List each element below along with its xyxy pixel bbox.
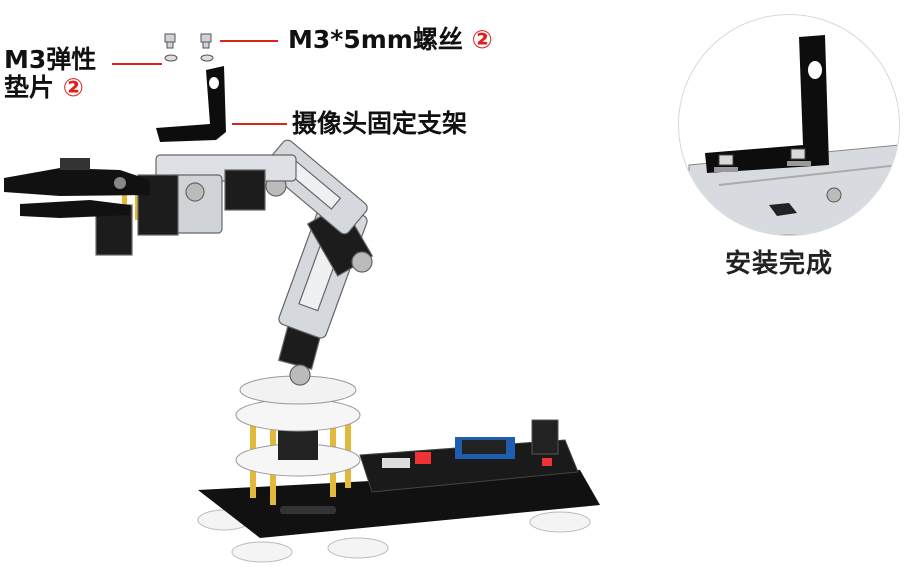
bracket-label-text: 摄像头固定支架 <box>292 109 468 138</box>
screw-label-text: M3*5mm螺丝 <box>288 25 463 54</box>
base-plate <box>198 470 600 538</box>
screw-label: M3*5mm螺丝 ② <box>288 26 493 54</box>
gripper <box>4 158 150 218</box>
washer-qty: ② <box>62 73 84 102</box>
camera-bracket <box>156 66 226 142</box>
washers <box>164 54 214 62</box>
washer-label-line1: M3弹性 <box>4 45 97 74</box>
screws <box>164 33 212 49</box>
screw-leader <box>220 40 278 42</box>
inset-caption: 安装完成 <box>725 249 834 279</box>
control-board <box>359 419 579 493</box>
bracket-label: 摄像头固定支架 <box>292 110 467 138</box>
suction-cups <box>197 509 591 563</box>
screw-qty: ② <box>471 25 493 54</box>
detail-illustration <box>688 35 899 235</box>
washer-leader <box>112 63 162 65</box>
washer-label-line2: 垫片 <box>4 73 55 102</box>
detail-inset <box>678 14 900 236</box>
washer-label: M3弹性 垫片 ② <box>4 46 96 102</box>
rotating-base <box>235 375 361 477</box>
bracket-leader <box>232 123 287 125</box>
